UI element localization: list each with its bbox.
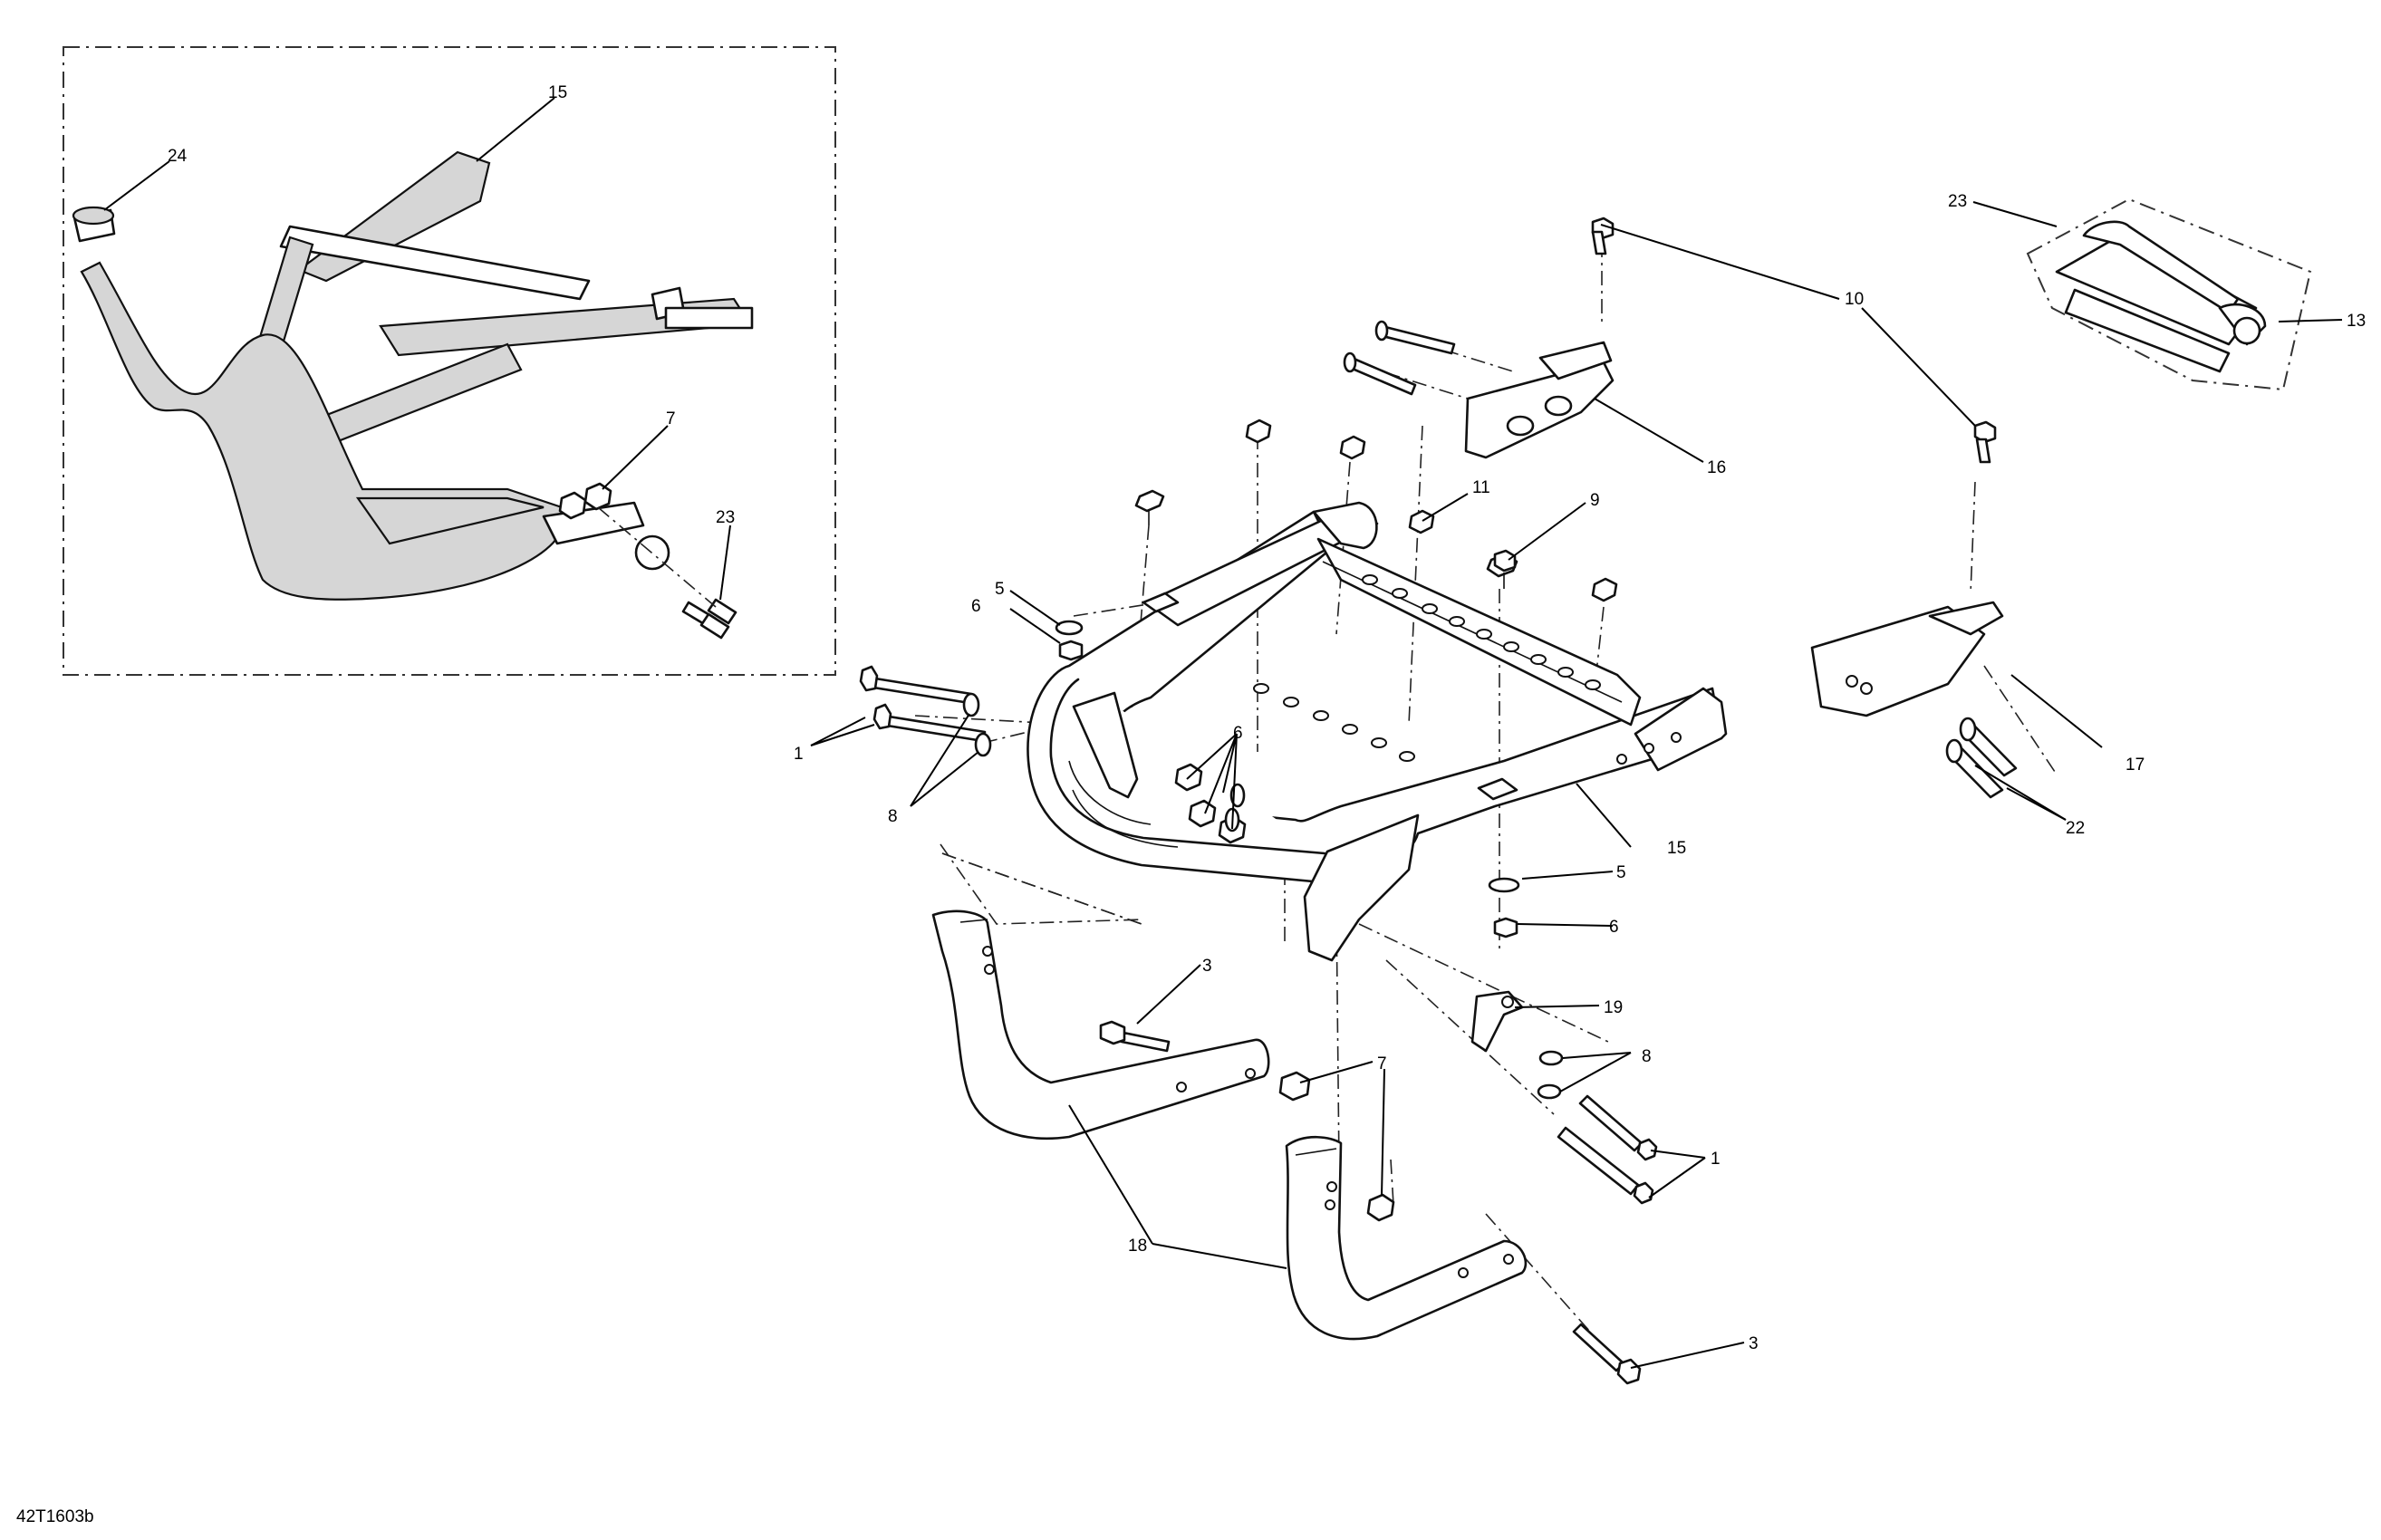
leader-lines: [810, 201, 2343, 1369]
callout-7-main: 7: [1377, 1054, 1387, 1073]
callout-9: 9: [1590, 491, 1600, 510]
callout-15-inset: 15: [548, 83, 567, 102]
inset-frame: [63, 46, 836, 676]
callout-1-left: 1: [794, 745, 804, 764]
callout-5-right: 5: [1616, 863, 1626, 882]
callout-7-inset: 7: [666, 409, 676, 428]
left-bolts-and-washers: [859, 665, 992, 757]
footrest-tubes: [931, 910, 1528, 1341]
callout-24: 24: [168, 147, 188, 166]
callout-labels: 15 24 7 23 10 23 13 16 11 9 5 6 1 8 6 15…: [168, 83, 2366, 1353]
callout-23-inset: 23: [716, 508, 735, 527]
callout-3-upper: 3: [1202, 957, 1212, 976]
callout-8-right: 8: [1642, 1047, 1652, 1066]
callout-3-lower: 3: [1749, 1334, 1759, 1353]
callout-10: 10: [1845, 290, 1864, 309]
hinge-bracket-16: [1343, 217, 1997, 573]
callout-11: 11: [1472, 478, 1490, 497]
callout-6-right: 6: [1609, 918, 1619, 937]
callout-6-center: 6: [1233, 724, 1243, 743]
callout-5-left: 5: [995, 580, 1005, 599]
bracket-and-right-fasteners: [1470, 990, 1658, 1205]
frame-fasteners: [1055, 419, 1618, 938]
inset-front-bumper-assembly: [72, 150, 754, 640]
footrest-bolts-and-nuts: [1099, 1020, 1642, 1385]
diagram-reference-code: 42T1603b: [16, 1507, 94, 1526]
callout-15-main: 15: [1667, 839, 1686, 858]
callout-17: 17: [2126, 756, 2145, 775]
callout-1-right: 1: [1711, 1150, 1721, 1169]
hinge-bracket-17: [1810, 601, 2018, 799]
toolkit: [2026, 197, 2312, 391]
rear-rack-frame: [1027, 501, 1728, 962]
callout-13: 13: [2347, 312, 2366, 331]
callout-8-left: 8: [888, 807, 898, 826]
callout-18: 18: [1128, 1237, 1147, 1256]
callout-16: 16: [1707, 458, 1726, 477]
callout-23-toolkit: 23: [1948, 192, 1967, 211]
callout-6-left: 6: [971, 597, 981, 616]
callout-22: 22: [2066, 819, 2085, 838]
callout-19: 19: [1604, 998, 1623, 1017]
